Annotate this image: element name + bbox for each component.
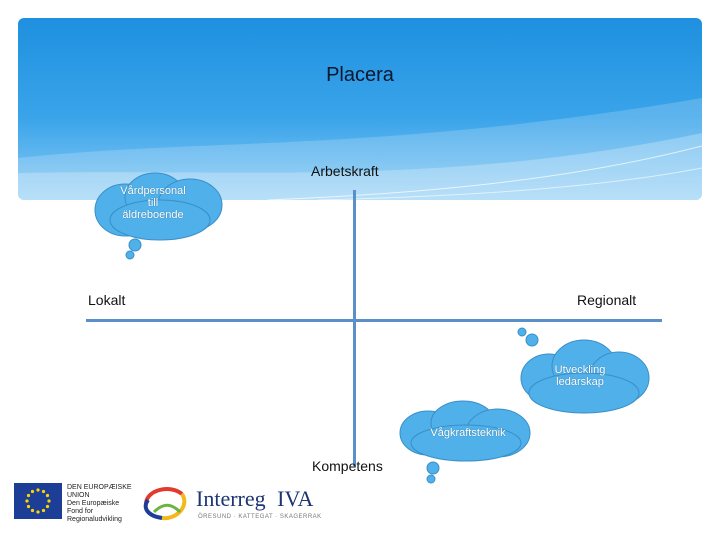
cloud-label-utveckling: Utveckling ledarskap (554, 364, 606, 388)
axis-label-top: Arbetskraft (311, 163, 379, 179)
cloud-label-vardpersonal: Vårdpersonal till äldreboende (120, 185, 186, 221)
vertical-axis (353, 190, 356, 466)
eu-fund-text: DEN EUROPÆISKE UNION Den Europæiske Fond… (67, 484, 132, 523)
interreg-wordmark: Interreg IVA (196, 486, 313, 512)
axis-label-bottom: Kompetens (312, 458, 383, 474)
thought-cloud-vagkraft (399, 400, 531, 484)
slide-title: Placera (326, 64, 394, 86)
thought-cloud-vardpersonal (94, 172, 223, 260)
interreg-region-text: ÖRESUND · KATTEGAT · SKAGERRAK (198, 514, 322, 520)
axis-label-right: Regionalt (577, 292, 637, 308)
interreg-name: Interreg (196, 486, 266, 511)
cloud-label-vagkraft: Vågkraftsteknik (430, 427, 506, 439)
horizontal-axis (86, 319, 662, 322)
eu-flag-logo (14, 483, 62, 519)
interreg-swirl-logo (143, 487, 187, 521)
thought-cloud-utveckling (517, 327, 650, 414)
axis-label-left: Lokalt (88, 292, 126, 308)
interreg-suffix: IVA (277, 486, 314, 511)
